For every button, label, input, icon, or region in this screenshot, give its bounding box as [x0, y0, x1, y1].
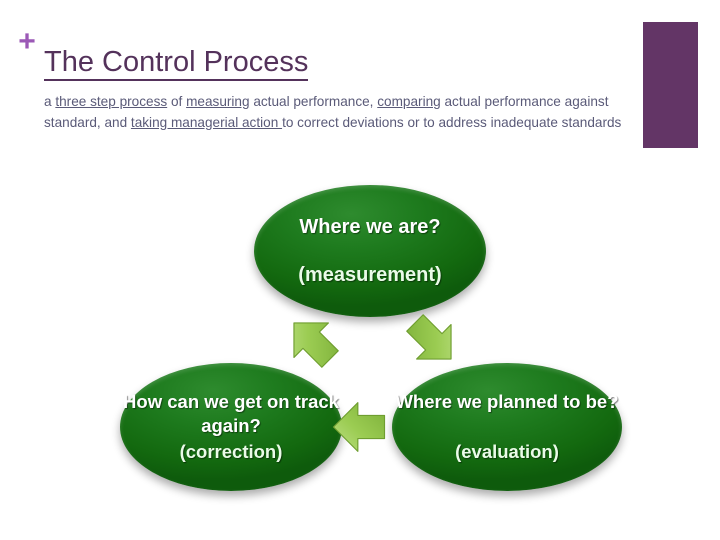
diagram-node-measurement: Where we are? (measurement) — [254, 185, 486, 317]
body-seg-8: to correct deviations or to address inad… — [282, 114, 622, 130]
page-title-text: The Control Process — [44, 46, 309, 81]
body-seg-4: actual performance, — [249, 94, 378, 109]
body-seg-5: comparing — [377, 94, 441, 109]
node-label: How can we get on track again? — [123, 391, 339, 436]
page-title: The Control Process — [44, 45, 309, 81]
body-seg-3: measuring — [186, 94, 250, 109]
body-seg-2: of — [167, 94, 187, 109]
node-label: Where we are? — [299, 216, 441, 238]
body-seg-7: taking managerial action — [130, 114, 283, 130]
body-seg-1: three step process — [55, 94, 168, 109]
node-sublabel: (measurement) — [298, 264, 442, 286]
diagram-node-evaluation: Where we planned to be? (evaluation) — [392, 363, 622, 491]
body-seg-0: a — [44, 94, 56, 109]
body-seg-6: actual performance against standard, and — [44, 94, 609, 130]
arrow-measurement-to-evaluation-icon — [392, 300, 474, 382]
arrow-evaluation-to-correction-icon — [330, 398, 388, 456]
node-label: Where we planned to be? — [395, 391, 619, 412]
diagram-node-correction: How can we get on track again? (correcti… — [120, 363, 342, 491]
body-paragraph: a three step process of measuring actual… — [44, 92, 632, 133]
arrow-correction-to-measurement-icon — [271, 300, 353, 382]
control-process-cycle-diagram: Where we are? (measurement) How can we g… — [0, 160, 720, 540]
node-sublabel: (correction) — [179, 441, 283, 462]
node-sublabel: (evaluation) — [455, 441, 559, 462]
decorative-purple-block — [643, 22, 698, 148]
plus-icon: + — [18, 25, 36, 58]
